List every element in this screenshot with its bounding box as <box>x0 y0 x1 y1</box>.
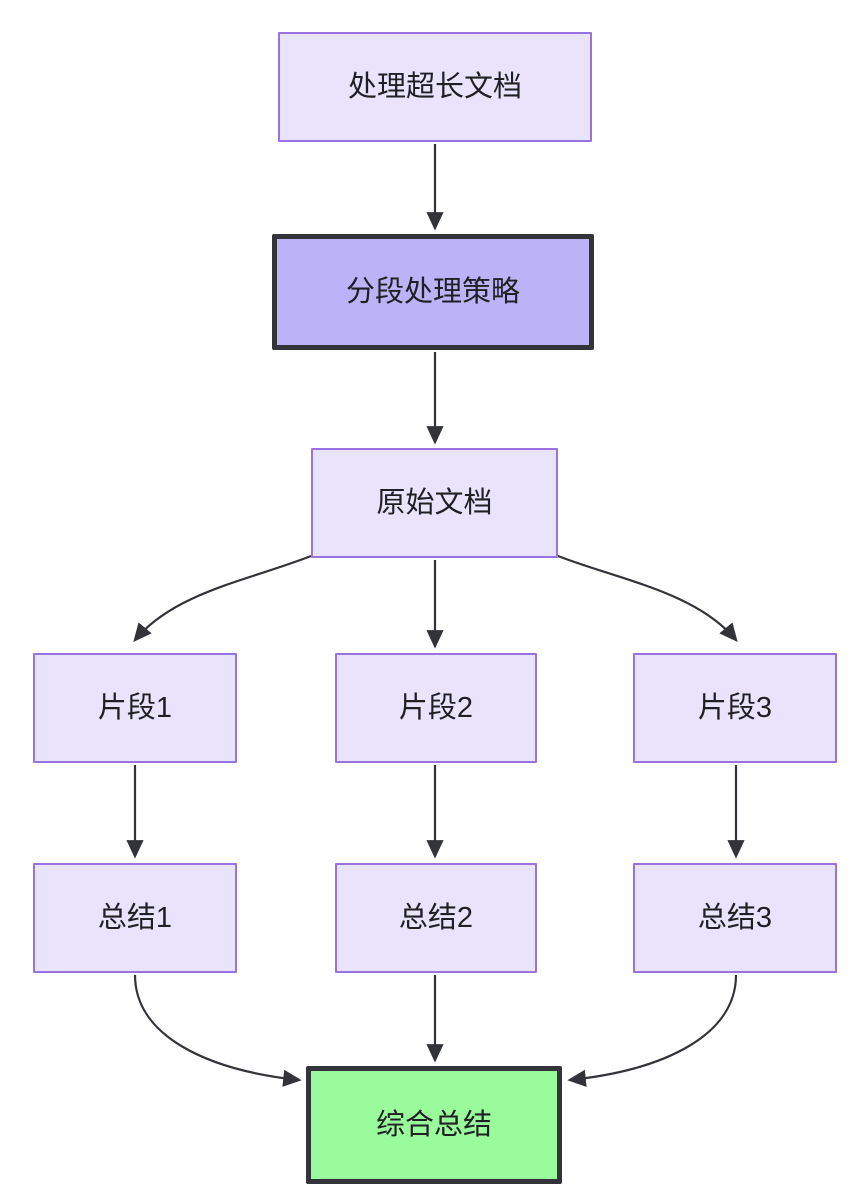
node-final-summary[interactable]: 综合总结 <box>306 1066 562 1184</box>
node-label: 片段1 <box>97 691 173 724</box>
node-summary-2[interactable]: 总结2 <box>335 863 537 973</box>
node-chunk-3[interactable]: 片段3 <box>633 653 837 763</box>
node-label: 原始文档 <box>376 486 493 519</box>
edge-source-to-chunk1 <box>133 554 312 643</box>
node-label: 总结2 <box>398 901 474 934</box>
node-label: 总结1 <box>97 901 173 934</box>
node-process-long-document[interactable]: 处理超长文档 <box>278 32 592 142</box>
node-summary-1[interactable]: 总结1 <box>33 863 237 973</box>
edge-summary3-to-final <box>567 974 738 1087</box>
node-chunk-1[interactable]: 片段1 <box>33 653 237 763</box>
edge-source-to-chunk3 <box>557 554 738 643</box>
node-label: 分段处理策略 <box>345 275 520 308</box>
node-source-document[interactable]: 原始文档 <box>311 448 558 558</box>
node-chunking-strategy[interactable]: 分段处理策略 <box>272 234 594 350</box>
node-summary-3[interactable]: 总结3 <box>633 863 837 973</box>
edge-summary1-to-final <box>133 974 302 1087</box>
node-chunk-2[interactable]: 片段2 <box>335 653 537 763</box>
node-label: 总结3 <box>697 901 773 934</box>
node-label: 综合总结 <box>375 1108 492 1141</box>
node-label: 片段3 <box>697 691 773 724</box>
node-label: 处理超长文档 <box>347 70 522 103</box>
node-label: 片段2 <box>398 691 474 724</box>
